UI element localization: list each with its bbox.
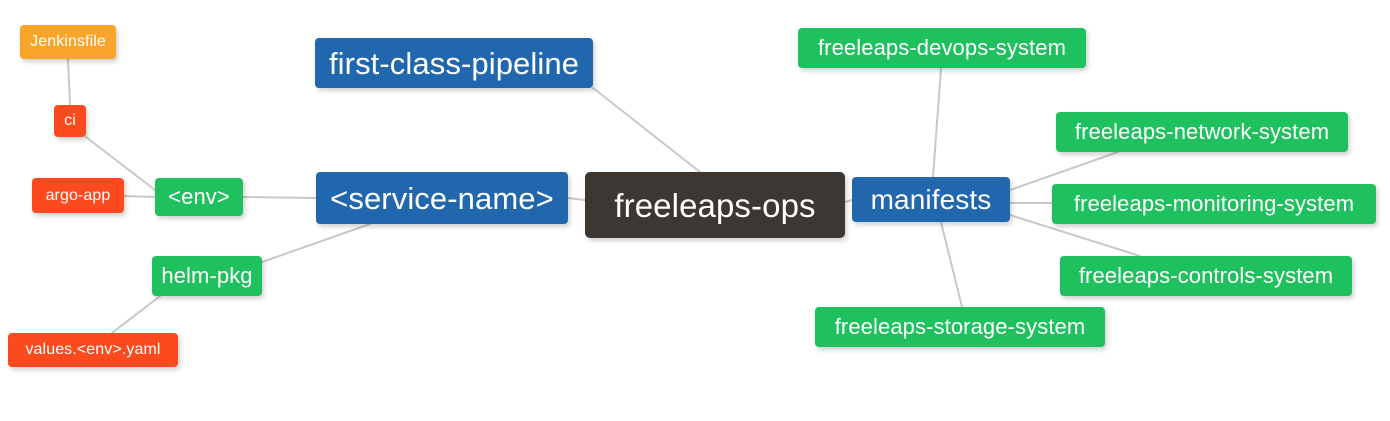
mindmap-node-helm-pkg[interactable]: helm-pkg — [152, 256, 262, 296]
edge-freeleaps-ops-to-manifests — [844, 199, 853, 203]
mindmap-node-jenkinsfile[interactable]: Jenkinsfile — [20, 25, 116, 59]
edge-env-to-service-name — [242, 196, 317, 199]
mindmap-node-manifests[interactable]: manifests — [852, 177, 1010, 222]
mindmap-node-ci[interactable]: ci — [54, 105, 86, 137]
mindmap-node-env[interactable]: <env> — [155, 178, 243, 216]
mindmap-node-first-class-pipeline[interactable]: first-class-pipeline — [315, 38, 593, 88]
mindmap-node-freeleaps-network-system[interactable]: freeleaps-network-system — [1056, 112, 1348, 152]
mindmap-node-values-env-yaml[interactable]: values.<env>.yaml — [8, 333, 178, 367]
mindmap-node-freeleaps-storage-system[interactable]: freeleaps-storage-system — [815, 307, 1105, 347]
edge-jenkinsfile-to-ci — [67, 58, 71, 106]
edge-argo-app-to-env — [123, 195, 156, 198]
edge-helm-pkg-to-values-env-yaml — [111, 295, 161, 334]
edge-manifests-to-freeleaps-storage-system — [940, 221, 963, 308]
mindmap-node-freeleaps-controls-system[interactable]: freeleaps-controls-system — [1060, 256, 1352, 296]
mindmap-node-freeleaps-devops-system[interactable]: freeleaps-devops-system — [798, 28, 1086, 68]
edge-manifests-to-freeleaps-devops-system — [932, 67, 942, 178]
mindmap-node-argo-app[interactable]: argo-app — [32, 178, 124, 213]
edge-service-name-to-freeleaps-ops — [567, 197, 586, 201]
mindmap-node-freeleaps-ops[interactable]: freeleaps-ops — [585, 172, 845, 238]
edge-service-name-to-helm-pkg — [261, 223, 371, 263]
mindmap-node-service-name[interactable]: <service-name> — [316, 172, 568, 224]
mindmap-node-freeleaps-monitoring-system[interactable]: freeleaps-monitoring-system — [1052, 184, 1376, 224]
edge-first-class-pipeline-to-freeleaps-ops — [592, 87, 701, 173]
